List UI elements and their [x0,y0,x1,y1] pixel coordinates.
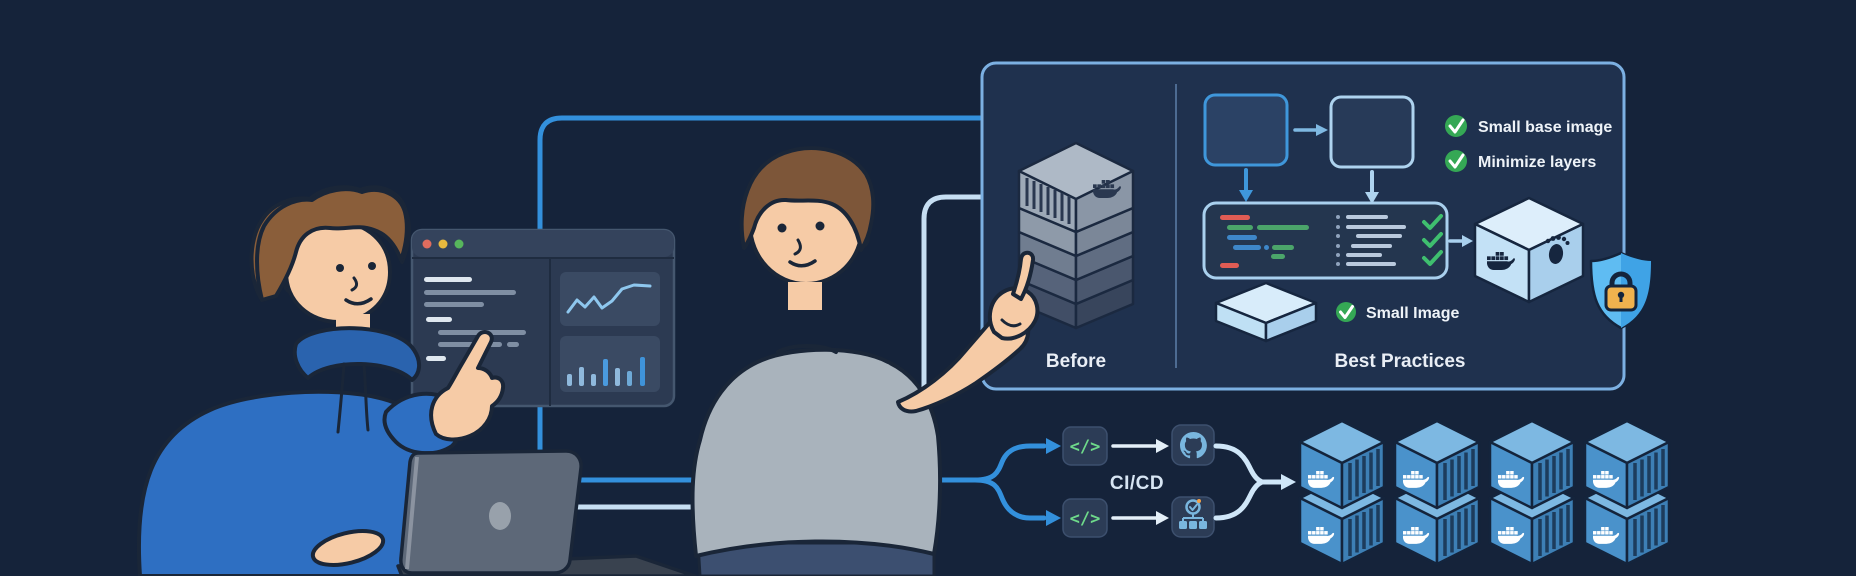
check-circle-icon [1445,115,1467,137]
lint-list [1336,214,1443,266]
small-image-slab [1214,281,1318,343]
converge-top [1213,443,1265,485]
arm-right [896,309,1031,414]
cicd-pipeline: </> </> CI/CD [1062,424,1296,538]
dockerfile-panel [1202,201,1449,280]
person-developer-left [136,185,506,576]
neckline [776,344,838,354]
optimized-image-cube [1473,196,1585,304]
arrowhead-square [1316,124,1328,136]
window-titlebar [412,230,674,257]
before-after-panel: Before Small base image Minimize layers [980,61,1653,391]
arrowhead-down-2 [1365,192,1379,204]
laptop-logo [489,502,511,530]
shield-lock-icon [1589,251,1653,330]
fist [987,286,1040,341]
line-chart-card [560,272,660,326]
smile [344,297,373,306]
before-stack [1017,141,1135,330]
laptop [310,449,697,576]
checklist: Small base image Minimize layers [1445,115,1612,172]
docker-whale-icon [1093,180,1121,198]
code-lines [1220,215,1309,268]
person-presenter-middle [690,146,1040,576]
checklist-item-1: Small base image [1478,119,1612,136]
hair-front [255,187,409,302]
cicd-label: CI/CD [1110,473,1164,494]
connector-branch-top [972,443,1047,483]
hood [292,326,421,382]
tshirt-torso [690,347,943,558]
window-maximize-icon [454,239,464,249]
smile [788,259,817,268]
workflow-icon [1179,499,1207,529]
flow-square-2 [1329,95,1415,169]
connector-branch-bottom [972,477,1047,521]
code-icon: </> [1070,437,1101,457]
docker-whale-icon [1487,252,1515,270]
padlock-shackle [1609,271,1633,288]
arrowhead [1156,439,1169,453]
arrowhead-branch-top [1046,438,1061,454]
window-close-icon [422,239,432,249]
arrowhead-down-1 [1239,190,1253,202]
line-chart [566,283,652,314]
arrowhead [1156,511,1169,525]
converge-bottom [1213,479,1265,521]
bar-chart-card [560,336,660,392]
arrowhead-deploy [1281,474,1296,490]
bar-chart [567,357,645,386]
container-stripes [1025,178,1071,224]
arrowhead-branch-bottom [1046,510,1061,526]
github-box [1171,424,1215,466]
checklist-item-2: Minimize layers [1478,154,1596,171]
code-box-top [1062,426,1108,466]
code-icon: </> [1070,509,1101,529]
pointing-hand [429,330,506,442]
footprint-icon [1545,235,1570,264]
before-label: Before [1046,351,1106,372]
drawstring [362,362,370,432]
window-minimize-icon [438,239,448,249]
drawstring [336,362,346,434]
code-box-bottom [1062,498,1108,538]
laptop-lid-edge [405,456,419,570]
lint-check-icons [1422,214,1443,266]
typing-hand [310,529,386,567]
hair [739,146,876,252]
github-icon [1180,432,1207,459]
check-circle-icon [1445,150,1467,172]
best-practices-label: Best Practices [1335,351,1466,372]
arrowhead-to-image [1462,235,1473,247]
pointing-finger [1011,250,1035,301]
small-image-label: Small Image [1366,305,1459,322]
flow-square-1 [1203,93,1289,167]
